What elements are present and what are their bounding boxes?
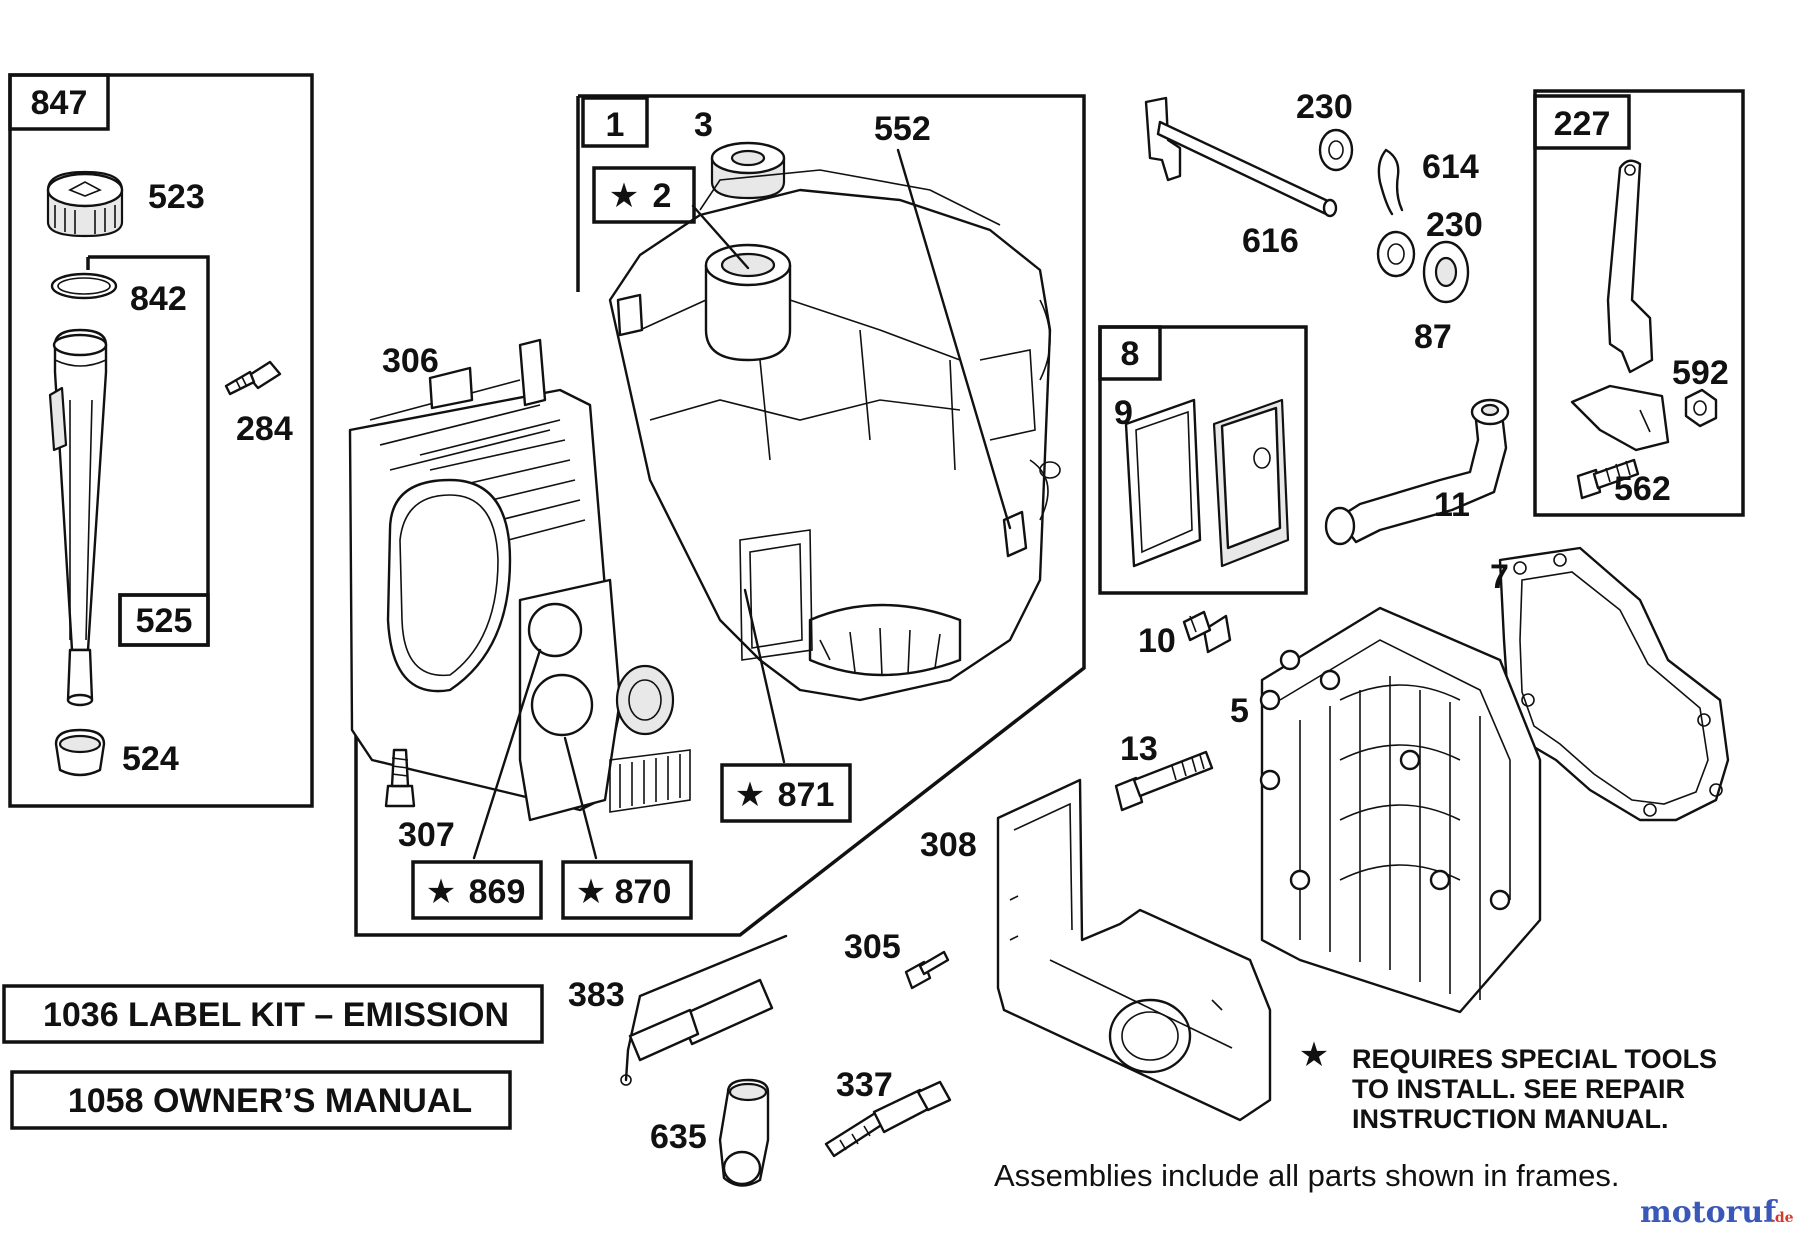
nut-592-icon: [1684, 388, 1718, 428]
svg-text:842: 842: [130, 280, 187, 318]
svg-text:614: 614: [1422, 148, 1479, 186]
svg-text:.de: .de: [1770, 1210, 1794, 1226]
svg-text:10: 10: [1138, 622, 1176, 660]
frame-8-breather: 8: [1098, 325, 1308, 595]
svg-text:562: 562: [1614, 470, 1671, 508]
star-label-871: ★ 871: [720, 763, 852, 823]
svg-text:523: 523: [148, 178, 205, 216]
frame-number-847: 847: [31, 84, 88, 122]
seal-87-icon: [1422, 240, 1470, 304]
svg-text:★: ★: [426, 873, 456, 911]
frame-number-8: 8: [1121, 335, 1140, 373]
governor-shaft-icon: [1144, 96, 1338, 218]
svg-text:308: 308: [920, 826, 977, 864]
cylinder-shield-308-icon: [996, 778, 1272, 1122]
svg-text:INSTRUCTION MANUAL.: INSTRUCTION MANUAL.: [1352, 1104, 1668, 1134]
special-tools-note: ★ REQUIRES SPECIAL TOOLS TO INSTALL. SEE…: [1299, 1036, 1717, 1134]
svg-text:★: ★: [576, 873, 606, 911]
svg-text:TO INSTALL. SEE REPAIR: TO INSTALL. SEE REPAIR: [1352, 1074, 1685, 1104]
owners-manual-text: 1058 OWNER’S MANUAL: [68, 1082, 472, 1120]
svg-text:305: 305: [844, 928, 901, 966]
screw-307-icon: [384, 748, 416, 808]
grommet-icon: [54, 728, 106, 777]
assemblies-note: Assemblies include all parts shown in fr…: [994, 1158, 1619, 1193]
star-icon: ★: [1299, 1036, 1329, 1074]
frame-number-1: 1: [606, 106, 625, 144]
svg-text:7: 7: [1490, 558, 1509, 596]
breather-gasket-icon: [1124, 398, 1202, 568]
label-kit-box: 1036 LABEL KIT – EMISSION: [2, 984, 544, 1044]
svg-text:2: 2: [653, 177, 672, 215]
svg-text:870: 870: [615, 873, 672, 911]
oil-seal-3-icon: [710, 141, 786, 200]
governor-lever-icon: [1570, 159, 1670, 452]
bolt-562-icon: [1576, 458, 1640, 500]
screw-284-icon: [224, 360, 282, 396]
svg-text:13: 13: [1120, 730, 1158, 768]
cylinder-head-5-icon: [1259, 606, 1542, 1014]
o-ring-icon: [50, 272, 118, 300]
bolt-10-icon: [1182, 610, 1232, 654]
svg-text:869: 869: [469, 873, 526, 911]
svg-text:230: 230: [1426, 206, 1483, 244]
label-kit-text: 1036 LABEL KIT – EMISSION: [43, 996, 509, 1034]
frame-847-oil-fill: 847 525: [8, 73, 314, 808]
star-label-869: ★ 869: [411, 860, 543, 920]
dipstick-tube-icon: [48, 328, 108, 707]
ground-wire-383-icon: [620, 934, 788, 1086]
svg-text:871: 871: [778, 776, 835, 814]
svg-text:635: 635: [650, 1118, 707, 1156]
svg-text:87: 87: [1414, 318, 1452, 356]
svg-text:337: 337: [836, 1066, 893, 1104]
breather-cover-icon: [1212, 398, 1290, 568]
svg-text:3: 3: [694, 106, 713, 144]
svg-text:284: 284: [236, 410, 293, 448]
callout-numbers: 523 842 284 524 3 552 306 307 230 614 61…: [122, 88, 1729, 1156]
star-label-870: ★ 870: [561, 860, 693, 920]
svg-text:307: 307: [398, 816, 455, 854]
svg-text:9: 9: [1114, 394, 1133, 432]
svg-text:616: 616: [1242, 222, 1299, 260]
oil-tube-11-icon: [1324, 398, 1510, 546]
washer-230-upper-icon: [1318, 128, 1354, 172]
frame-227-governor-lever: 227: [1533, 89, 1745, 517]
svg-text:REQUIRES SPECIAL TOOLS: REQUIRES SPECIAL TOOLS: [1352, 1044, 1717, 1074]
svg-text:524: 524: [122, 740, 179, 778]
head-bolt-13-icon: [1114, 750, 1214, 812]
svg-text:230: 230: [1296, 88, 1353, 126]
svg-text:★: ★: [735, 776, 765, 814]
watermark-logo: motoruf .de: [1640, 1195, 1794, 1230]
hair-pin-clip-614-icon: [1377, 148, 1404, 216]
svg-text:11: 11: [1434, 486, 1470, 524]
frame-number-525: 525: [136, 602, 193, 640]
boot-635-icon: [718, 1078, 770, 1187]
cylinder-block-icon: [348, 169, 1061, 822]
screw-305-icon: [904, 950, 950, 990]
svg-text:592: 592: [1672, 354, 1729, 392]
star-label-2: ★ 2: [592, 166, 696, 224]
svg-text:306: 306: [382, 342, 439, 380]
spark-plug-337-icon: [824, 1080, 952, 1158]
oil-fill-cap-icon: [46, 170, 124, 238]
svg-text:★: ★: [609, 177, 639, 215]
svg-text:383: 383: [568, 976, 625, 1014]
frame-number-227: 227: [1554, 105, 1611, 143]
leader-lines-frame-1: [472, 148, 1012, 860]
svg-text:motoruf: motoruf: [1640, 1195, 1778, 1230]
washer-230-lower-icon: [1376, 230, 1416, 278]
svg-text:552: 552: [874, 110, 931, 148]
svg-text:5: 5: [1230, 692, 1249, 730]
owners-manual-box: 1058 OWNER’S MANUAL: [10, 1070, 512, 1130]
